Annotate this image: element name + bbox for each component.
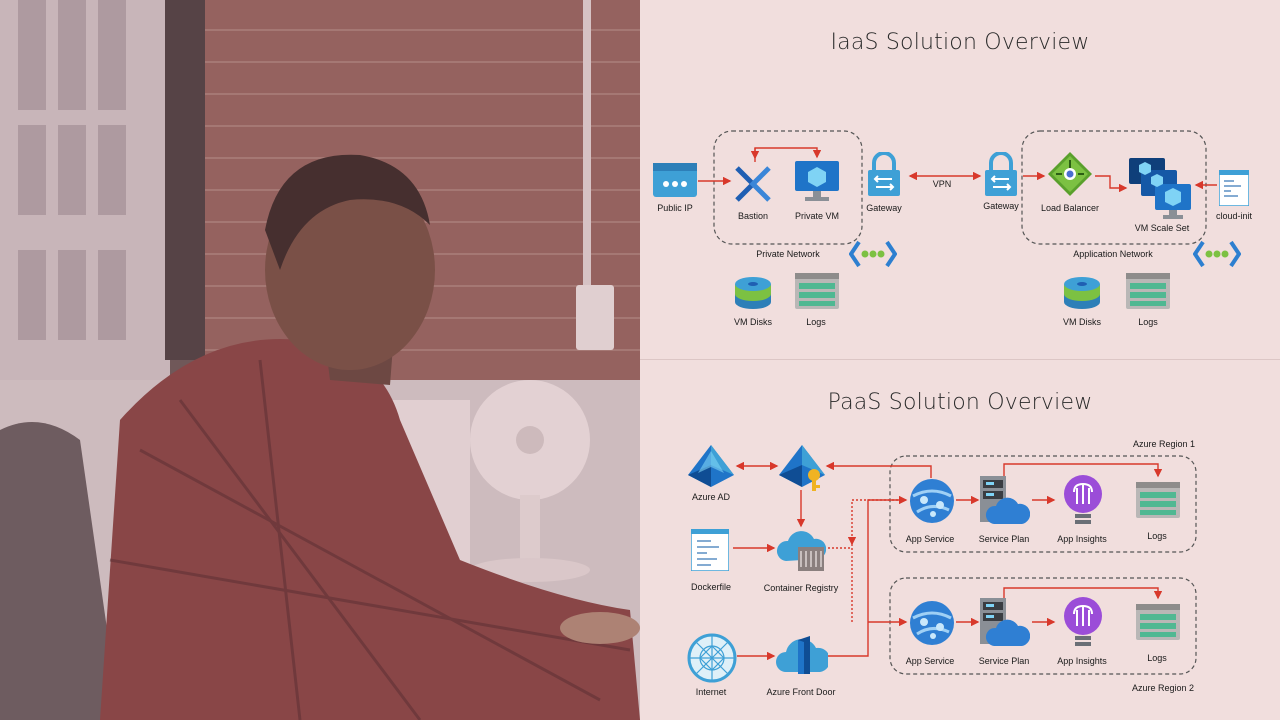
container-registry-icon[interactable]: [776, 529, 826, 573]
dockerfile-icon[interactable]: [691, 529, 729, 571]
person-at-desk-illustration: [0, 0, 640, 720]
azure-front-door-label: Azure Front Door: [766, 687, 836, 697]
vm-scale-set-label: VM Scale Set: [1134, 223, 1190, 233]
vm-disks-right-label: VM Disks: [1063, 317, 1101, 327]
private-network-boundary: [713, 130, 863, 245]
architecture-diagram-panel: IaaS Solution Overview PaaS Solution Ove…: [640, 0, 1280, 720]
logs-1-label: Logs: [1147, 531, 1167, 541]
arrow-sp2-logs2: [1003, 587, 1163, 600]
azure-region-1-boundary: [889, 455, 1197, 553]
bastion-icon[interactable]: [733, 164, 773, 204]
logs-2-icon[interactable]: [1136, 604, 1180, 640]
app-insights-2-label: App Insights: [1057, 656, 1107, 666]
key-vault-identity-icon[interactable]: [779, 445, 825, 491]
gateway-right-label: Gateway: [983, 201, 1019, 211]
arrow-registry-appservice1: [847, 499, 904, 546]
vm-disks-left-label: VM Disks: [734, 317, 772, 327]
arrow-loadbalancer-scaleset: [1095, 175, 1128, 193]
service-plan-2-label: Service Plan: [978, 656, 1030, 666]
vm-disks-left-icon[interactable]: [734, 272, 772, 312]
app-service-1-icon[interactable]: [909, 478, 955, 524]
gateway-right-icon[interactable]: [983, 152, 1019, 198]
azure-ad-icon[interactable]: [688, 445, 734, 487]
service-plan-1-label: Service Plan: [978, 534, 1030, 544]
logs-left-icon[interactable]: [795, 273, 839, 309]
azure-front-door-icon[interactable]: [776, 634, 828, 676]
public-ip-label: Public IP: [657, 203, 693, 213]
vm-scale-set-icon[interactable]: [1127, 156, 1195, 222]
internet-icon[interactable]: [687, 633, 737, 683]
app-service-2-label: App Service: [905, 656, 955, 666]
private-vm-label: Private VM: [794, 211, 839, 221]
dockerfile-label: Dockerfile: [690, 582, 731, 592]
load-balancer-label: Load Balancer: [1040, 203, 1100, 213]
app-service-1-label: App Service: [905, 534, 955, 544]
gateway-left-icon[interactable]: [866, 152, 902, 198]
bastion-label: Bastion: [737, 211, 769, 221]
logs-right-icon[interactable]: [1126, 273, 1170, 309]
azure-region-2-label: Azure Region 2: [1132, 683, 1195, 693]
service-plan-2-icon[interactable]: [980, 598, 1030, 648]
logs-right-label: Logs: [1138, 317, 1158, 327]
azure-region-2-boundary: [889, 577, 1197, 675]
arrow-appservice1-keyvault: [825, 461, 932, 478]
section-divider: [640, 359, 1280, 360]
gateway-left-label: Gateway: [866, 203, 902, 213]
arrow-sp1-logs1: [1003, 463, 1163, 478]
container-registry-label: Container Registry: [763, 583, 839, 593]
app-service-2-icon[interactable]: [909, 600, 955, 646]
virtual-network-right-icon: [1193, 240, 1241, 268]
iaas-title: IaaS Solution Overview: [830, 30, 1090, 55]
private-network-label: Private Network: [756, 249, 820, 259]
cloud-init-icon[interactable]: [1219, 170, 1249, 206]
virtual-network-left-icon: [849, 240, 897, 268]
logs-1-icon[interactable]: [1136, 482, 1180, 518]
arrow-frontdoor-appservices: [826, 495, 908, 657]
application-network-label: Application Network: [1073, 249, 1153, 259]
app-insights-1-label: App Insights: [1057, 534, 1107, 544]
paas-title: PaaS Solution Overview: [827, 390, 1093, 415]
vpn-label: VPN: [932, 179, 952, 189]
application-network-boundary: [1021, 130, 1207, 245]
service-plan-1-icon[interactable]: [980, 476, 1030, 526]
cloud-init-label: cloud-init: [1215, 211, 1253, 221]
load-balancer-icon[interactable]: [1048, 152, 1092, 196]
azure-region-1-label: Azure Region 1: [1133, 439, 1196, 449]
diagram-connectors: [698, 130, 1217, 675]
azure-ad-label: Azure AD: [691, 492, 731, 502]
private-vm-icon[interactable]: [795, 159, 839, 203]
vm-disks-right-icon[interactable]: [1063, 272, 1101, 312]
logs-2-label: Logs: [1147, 653, 1167, 663]
photo-panel: [0, 0, 640, 720]
app-insights-2-icon[interactable]: [1063, 596, 1103, 650]
internet-label: Internet: [695, 687, 727, 697]
logs-left-label: Logs: [806, 317, 826, 327]
app-insights-1-icon[interactable]: [1063, 474, 1103, 528]
public-ip-icon[interactable]: [653, 163, 697, 197]
